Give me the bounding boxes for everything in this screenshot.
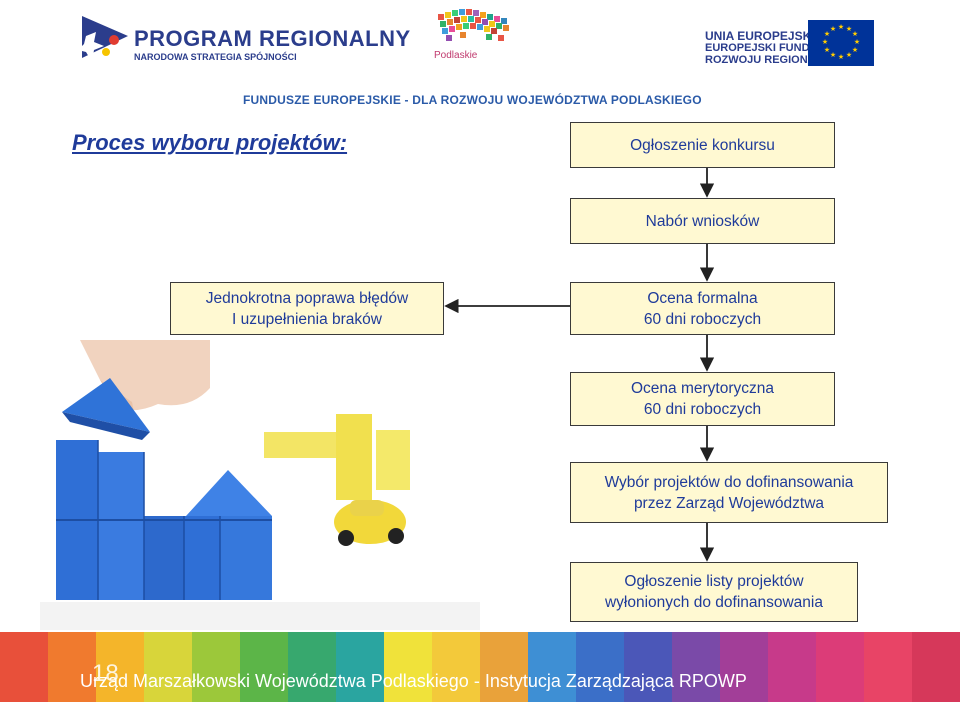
list-announcement-line-2: wyłonionych do dofinansowania (604, 594, 823, 611)
svg-text:★: ★ (852, 46, 858, 54)
merit-assessment-title: Ocena merytoryczna (631, 380, 774, 397)
step-announcement: Ogłoszenie konkursu (570, 122, 835, 168)
side-correction-line-1: Jednokrotna poprawa błędów (205, 289, 409, 307)
svg-text:★: ★ (830, 51, 836, 59)
side-correction-note: Jednokrotna poprawa błędów I uzupełnieni… (170, 282, 444, 335)
region-label: Podlaskie (434, 50, 478, 61)
svg-text:★: ★ (846, 25, 852, 33)
formal-assessment-title: Ocena formalna (647, 289, 758, 307)
svg-text:★: ★ (830, 25, 836, 33)
page-number: 18 (92, 660, 119, 687)
podlaskie-bison-logo (430, 4, 520, 50)
funds-strapline: FUNDUSZE EUROPEJSKIE - DLA ROZWOJU WOJEW… (243, 93, 702, 107)
svg-text:★: ★ (838, 53, 844, 61)
svg-text:★: ★ (852, 30, 858, 38)
project-selection-line-2: przez Zarząd Województwa (633, 494, 825, 512)
eu-line-2: EUROPEJSKI FUNDUSZ (705, 42, 832, 54)
program-regionalny-logo (76, 6, 136, 74)
svg-text:★: ★ (824, 30, 830, 38)
list-announcement-line-1: Ogłoszenie listy projektów (624, 573, 804, 590)
step-project-selection: Wybór projektów do dofinansowania przez … (570, 462, 888, 523)
program-title: PROGRAM REGIONALNY (134, 26, 411, 51)
project-selection-line-1: Wybór projektów do dofinansowania (604, 473, 854, 491)
svg-text:★: ★ (838, 23, 844, 31)
footer-color-band (0, 632, 960, 702)
toy-blocks-illustration (40, 340, 480, 630)
eu-line-1: UNIA EUROPEJSKA (705, 29, 820, 43)
step-application-intake-label: Nabór wniosków (645, 212, 760, 230)
side-correction-line-2: I uzupełnienia braków (232, 310, 382, 328)
program-subtitle: NARODOWA STRATEGIA SPÓJNOŚCI (134, 52, 297, 62)
svg-text:★: ★ (854, 38, 860, 46)
page-title: Proces wyboru projektów: (72, 130, 348, 155)
footer-institution: Urząd Marszałkowski Województwa Podlaski… (80, 671, 747, 691)
step-list-announcement: Ogłoszenie listy projektów wyłonionych d… (570, 562, 858, 622)
step-formal-assessment: Ocena formalna 60 dni roboczych (570, 282, 835, 335)
formal-assessment-duration: 60 dni roboczych (643, 310, 762, 328)
svg-text:★: ★ (846, 51, 852, 59)
step-merit-assessment: Ocena merytoryczna 60 dni roboczych (570, 372, 835, 426)
svg-text:★: ★ (822, 38, 828, 46)
step-application-intake: Nabór wniosków (570, 198, 835, 244)
svg-text:★: ★ (824, 46, 830, 54)
step-announcement-label: Ogłoszenie konkursu (630, 136, 775, 154)
merit-assessment-duration: 60 dni roboczych (643, 401, 762, 418)
eu-flag-icon: ★★★ ★★★ ★★★ ★★★ (808, 20, 874, 66)
